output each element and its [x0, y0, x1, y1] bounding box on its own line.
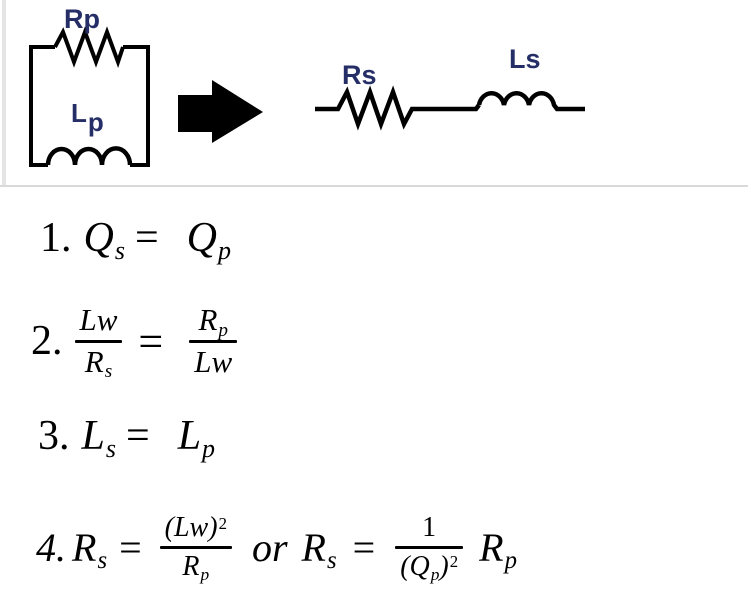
parallel-inductor-symbol: [45, 146, 133, 166]
eq2-equals: =: [138, 316, 164, 366]
eq1-lhs-sub: s: [114, 235, 125, 265]
eq3-lhs-sub: s: [105, 433, 116, 463]
equation-1: 1. Qs = Qp: [40, 204, 231, 272]
eq2-left-den-base: R: [84, 343, 104, 379]
eq1-equals: =: [134, 215, 159, 261]
eq4-lhs: Rs: [72, 524, 108, 574]
fraction-bar: [189, 339, 238, 343]
arrow-right-icon: [178, 80, 263, 143]
equation-2: 2. Lw Rs = Rp Lw: [31, 290, 238, 392]
eq2-right-num-base: R: [198, 301, 218, 337]
eq4-frac2-den-open: (Q: [400, 550, 430, 582]
eq3-number: 3.: [38, 413, 70, 459]
label-lp: Lp: [71, 98, 104, 135]
eq4-frac1-denominator: Rp: [177, 550, 214, 584]
eq4-or: or: [251, 524, 288, 570]
eq4-frac2-numerator: 1: [422, 512, 437, 544]
eq4-frac2-den-sup: 2: [449, 551, 459, 571]
eq2-right-fraction: Rp Lw: [189, 301, 238, 379]
label-rs: Rs: [342, 60, 377, 90]
eq4-rhs-base: R: [479, 524, 504, 570]
eq4-rhs: Rp: [479, 524, 517, 574]
scan-edge-left: [2, 0, 6, 186]
eq1-rhs-base: Q: [186, 215, 218, 261]
label-lp-base: L: [71, 98, 87, 128]
eq1-rhs-sub: p: [218, 235, 232, 265]
eq4-equals-1: =: [119, 524, 142, 570]
eq4-lhs-sub: s: [97, 546, 108, 574]
eq4-frac1-num-sup: 2: [218, 513, 227, 533]
eq3-lhs-base: L: [81, 413, 105, 459]
fraction-bar: [395, 545, 464, 549]
eq4-rhs-sub: p: [504, 546, 517, 574]
eq4-lhs-base: R: [72, 524, 97, 570]
eq4-frac1-num-base: (Lw): [164, 512, 218, 544]
eq2-right-num-sub: p: [218, 319, 228, 341]
eq4-mid: Rs: [301, 524, 337, 574]
eq4-number: 4.: [36, 524, 66, 570]
eq4-frac2-denominator: (Qp)2: [395, 550, 463, 584]
scan-edge-bottom: [0, 185, 748, 187]
equation-4: 4. Rs = (Lw)2 Rp or Rs = 1 (Qp)2 Rp: [36, 492, 517, 602]
series-inductor-symbol: [476, 91, 585, 112]
fraction-bar: [74, 339, 123, 343]
eq3-equals: =: [126, 413, 150, 459]
equation-3: 3. Ls = Lp: [38, 402, 215, 470]
eq4-mid-sub: s: [326, 546, 337, 574]
eq1-number: 1.: [40, 215, 72, 261]
eq3-rhs: Lp: [177, 412, 216, 463]
eq2-right-numerator: Rp: [193, 301, 233, 340]
series-resistor-symbol: [315, 85, 481, 131]
eq4-equals-2: =: [352, 524, 376, 570]
eq1-lhs-base: Q: [83, 215, 114, 261]
eq1-rhs: Qp: [186, 214, 232, 265]
eq4-frac1-den-sub: p: [200, 564, 210, 584]
eq4-mid-base: R: [301, 524, 326, 570]
parallel-circuit-wire: [29, 45, 150, 167]
eq2-left-den-sub: s: [104, 361, 113, 383]
circuit-diagram: [29, 26, 585, 167]
fraction-bar: [159, 545, 232, 549]
eq4-frac2-den-sub: p: [430, 564, 440, 584]
eq2-left-fraction: Lw Rs: [74, 301, 123, 383]
eq3-rhs-sub: p: [202, 433, 216, 463]
parallel-resistor-symbol: [53, 26, 125, 69]
label-ls: Ls: [509, 44, 541, 74]
eq1-lhs: Qs: [83, 214, 125, 265]
eq2-left-denominator: Rs: [80, 343, 117, 383]
eq2-right-denominator: Lw: [194, 343, 233, 379]
eq4-frac2-den-close: ): [439, 550, 449, 582]
eq3-rhs-base: L: [177, 413, 202, 459]
eq2-number: 2.: [31, 318, 63, 364]
eq4-frac1-den-base: R: [182, 550, 200, 582]
eq4-fraction-2: 1 (Qp)2: [395, 512, 464, 584]
eq2-left-numerator: Lw: [79, 301, 118, 337]
label-lp-sub: p: [87, 107, 104, 137]
eq4-fraction-1: (Lw)2 Rp: [159, 513, 232, 584]
eq4-frac1-numerator: (Lw)2: [160, 513, 232, 542]
eq3-lhs: Ls: [81, 412, 117, 463]
label-rp: Rp: [64, 4, 100, 34]
